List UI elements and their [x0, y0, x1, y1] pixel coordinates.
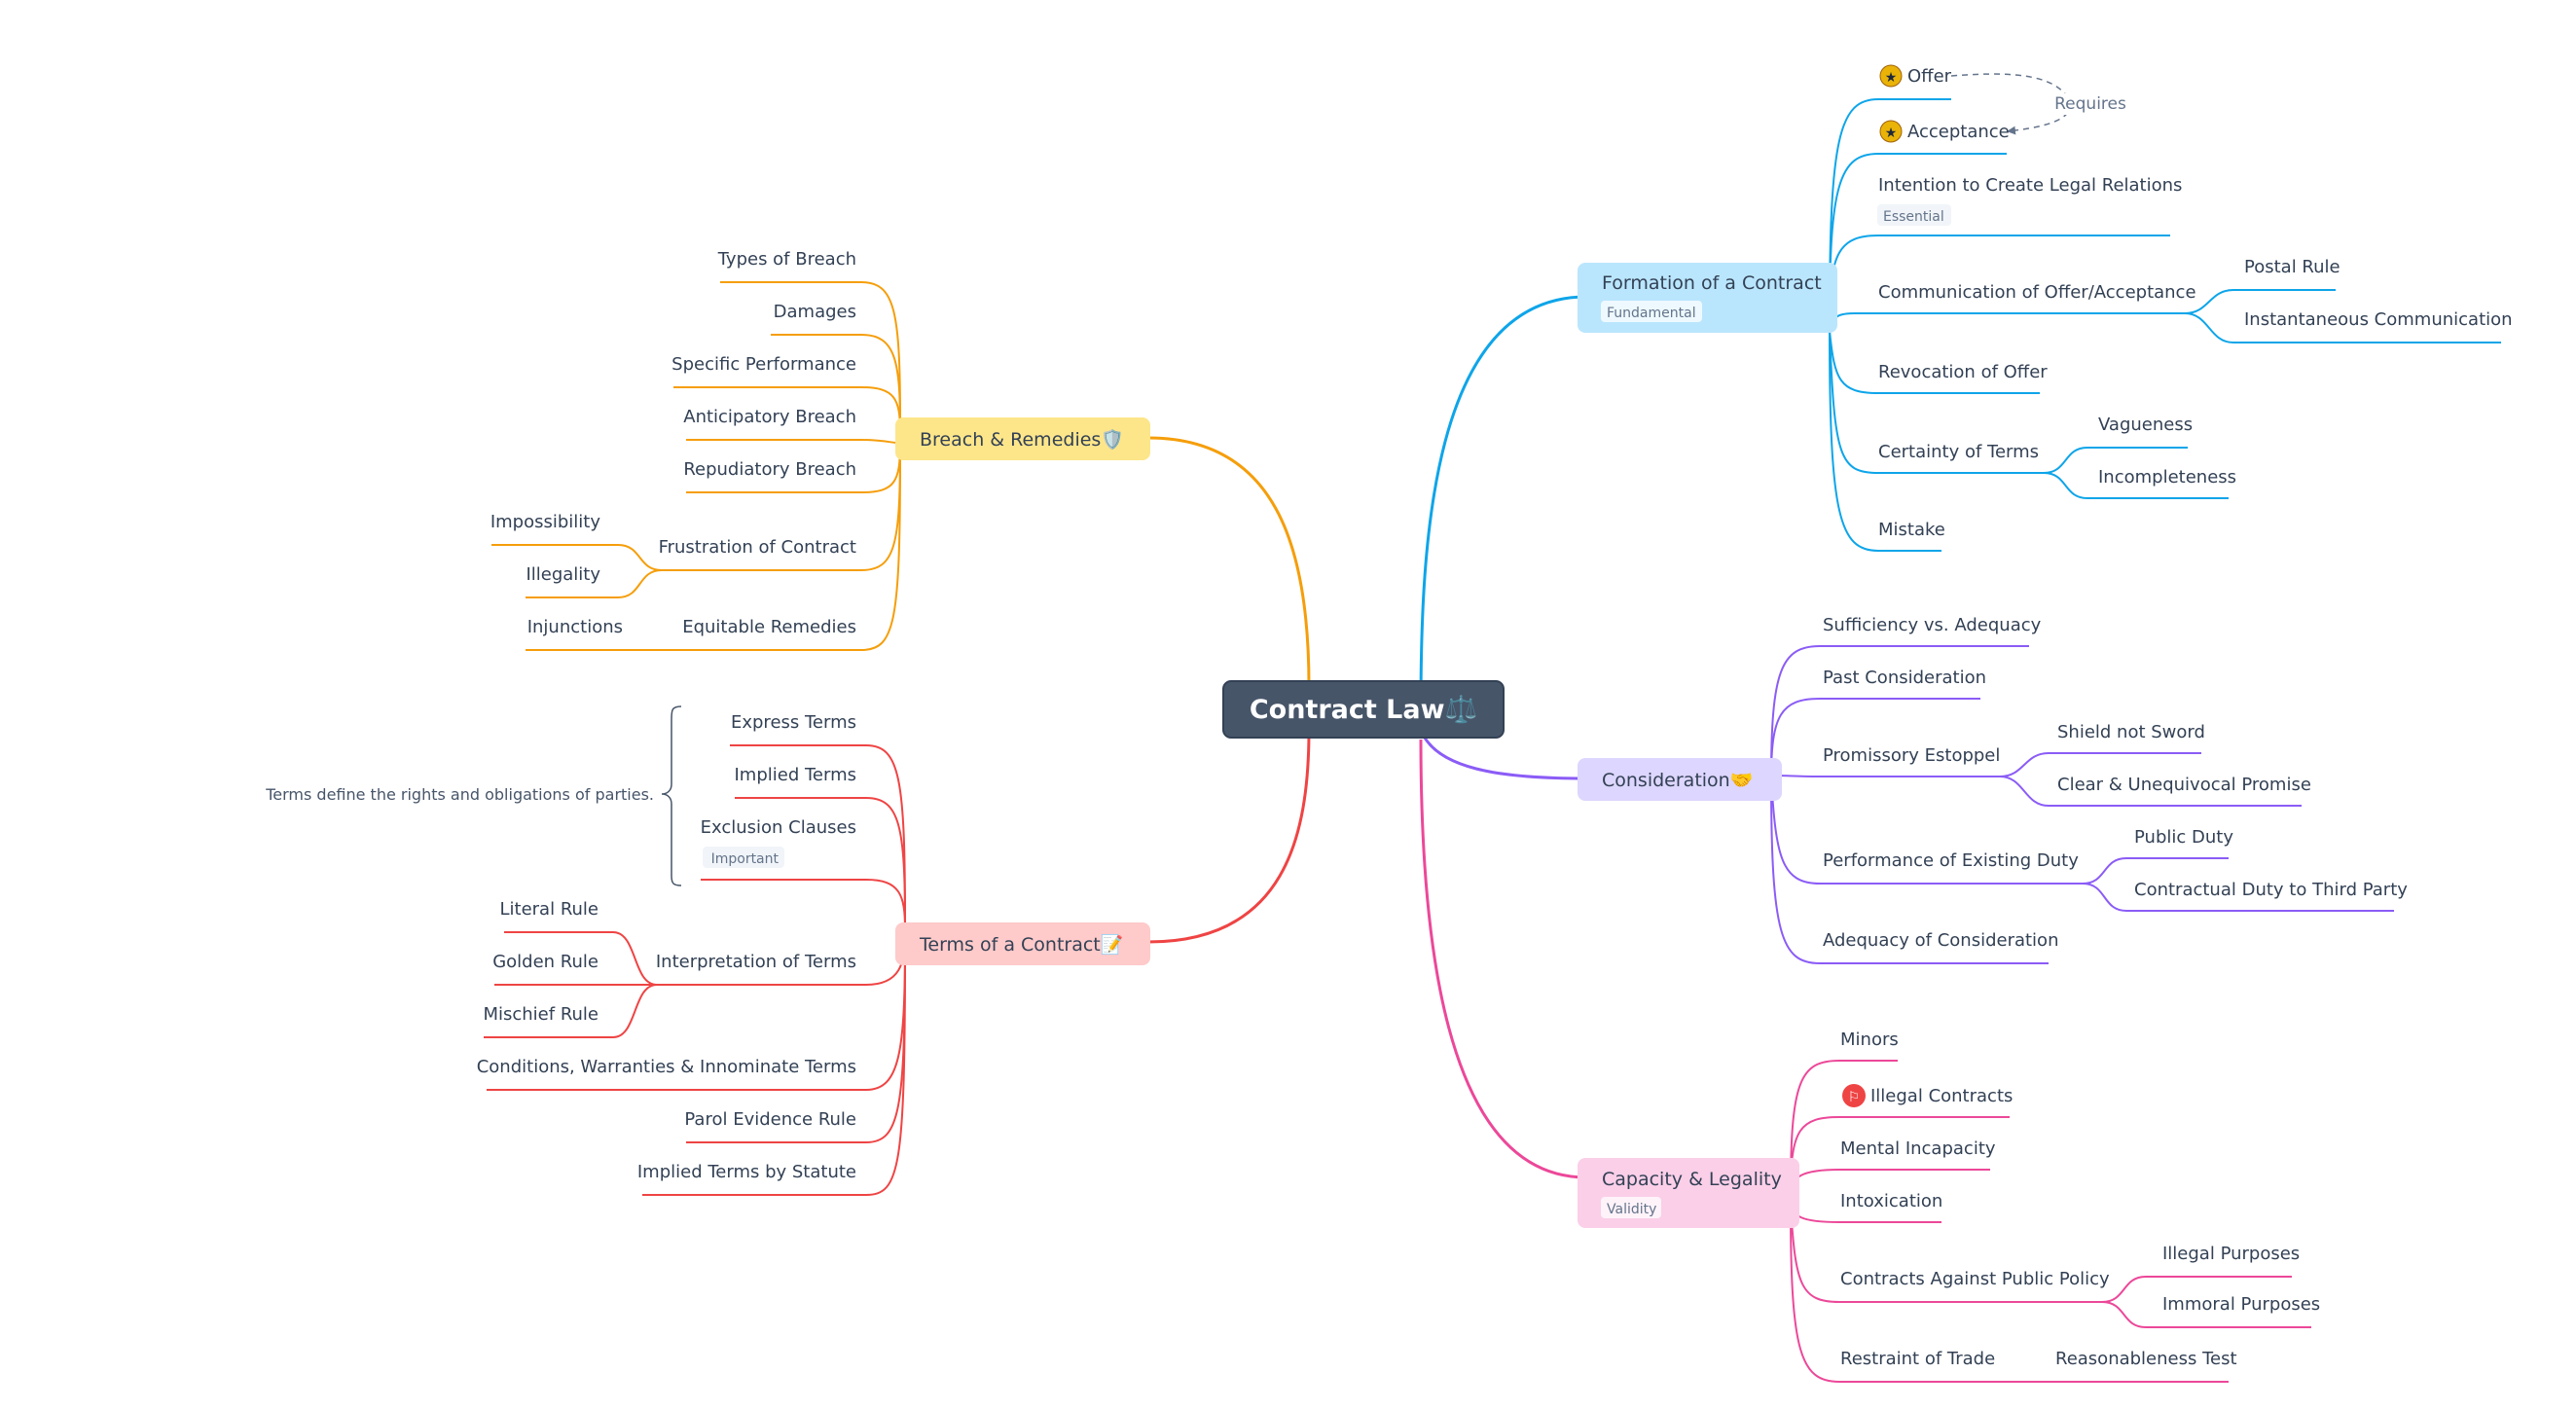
- child-offer[interactable]: ★ Offer: [1879, 64, 1952, 88]
- child-sufficiency[interactable]: Sufficiency vs. Adequacy: [1823, 615, 2042, 635]
- child-exclusion-clauses[interactable]: Exclusion Clauses: [701, 817, 856, 838]
- formation-children: ★ Offer ★ Acceptance Intention to Create…: [1877, 64, 2513, 540]
- child-restraint-of-trade[interactable]: Restraint of Trade: [1840, 1349, 1995, 1369]
- node-consideration[interactable]: Consideration🤝: [1578, 758, 1782, 801]
- child-minors[interactable]: Minors: [1840, 1030, 1899, 1050]
- summary-text: Terms define the rights and obligations …: [265, 785, 654, 804]
- node-label: Capacity & Legality: [1602, 1169, 1782, 1190]
- grandchild-vagueness[interactable]: Vagueness: [2098, 415, 2193, 435]
- child-conditions-warranties[interactable]: Conditions, Warranties & Innominate Term…: [477, 1057, 856, 1077]
- svg-text:Acceptance: Acceptance: [1907, 122, 2010, 142]
- terms-children: Express Terms Implied Terms Exclusion Cl…: [265, 712, 856, 1182]
- connector-breach: [1147, 436, 1311, 687]
- central-node[interactable]: Contract Law⚖️: [1222, 680, 1505, 739]
- grandchild-public-duty[interactable]: Public Duty: [2134, 827, 2233, 848]
- child-frustration[interactable]: Frustration of Contract: [659, 537, 856, 558]
- child-mental-incapacity[interactable]: Mental Incapacity: [1840, 1138, 1996, 1159]
- relation-label-requires: Requires: [2054, 94, 2126, 114]
- badge: Fundamental: [1607, 306, 1696, 321]
- node-label: Consideration🤝: [1602, 770, 1753, 791]
- grandchild-instantaneous[interactable]: Instantaneous Communication: [2244, 309, 2513, 330]
- node-label: Formation of a Contract: [1602, 272, 1822, 294]
- grandchild-third-party[interactable]: Contractual Duty to Third Party: [2134, 880, 2408, 900]
- svg-text:Important: Important: [711, 851, 780, 867]
- star-icon: [1879, 64, 1903, 88]
- badge: Validity: [1607, 1202, 1656, 1217]
- capacity-children: Minors ⚐ Illegal Contracts Mental Incapa…: [1840, 1030, 2320, 1369]
- consideration-children: Sufficiency vs. Adequacy Past Considerat…: [1823, 615, 2408, 951]
- child-anticipatory-breach[interactable]: Anticipatory Breach: [683, 407, 856, 427]
- flag-icon: ⚐: [1848, 1090, 1861, 1105]
- star-icon: [1879, 120, 1903, 143]
- consideration-connectors: [1770, 645, 2394, 964]
- node-label: Terms of a Contract📝: [919, 933, 1123, 956]
- terms-connectors: [484, 744, 906, 1196]
- child-parol-evidence[interactable]: Parol Evidence Rule: [684, 1109, 856, 1130]
- star-icon: ★: [1885, 70, 1898, 86]
- child-adequacy[interactable]: Adequacy of Consideration: [1823, 930, 2058, 951]
- node-terms[interactable]: Terms of a Contract📝: [895, 922, 1150, 965]
- grandchild-injunctions[interactable]: Injunctions: [527, 617, 623, 637]
- node-breach[interactable]: Breach & Remedies🛡️: [895, 417, 1150, 460]
- connector-consideration: [1419, 729, 1587, 780]
- child-past-consideration[interactable]: Past Consideration: [1823, 668, 1986, 688]
- breach-children: Types of Breach Damages Specific Perform…: [490, 249, 856, 637]
- child-repudiatory-breach[interactable]: Repudiatory Breach: [683, 459, 856, 480]
- grandchild-impossibility[interactable]: Impossibility: [490, 512, 601, 532]
- child-equitable-remedies[interactable]: Equitable Remedies: [682, 617, 856, 637]
- terms-summary-bracket: [661, 705, 682, 886]
- child-intoxication[interactable]: Intoxication: [1840, 1191, 1942, 1211]
- node-capacity[interactable]: Capacity & Legality Validity: [1578, 1158, 1799, 1228]
- child-illegal-contracts[interactable]: ⚐ Illegal Contracts: [1842, 1084, 2013, 1107]
- child-specific-performance[interactable]: Specific Performance: [671, 354, 856, 375]
- grandchild-mischief-rule[interactable]: Mischief Rule: [483, 1004, 599, 1025]
- child-certainty[interactable]: Certainty of Terms: [1878, 442, 2039, 462]
- child-acceptance[interactable]: ★ Acceptance: [1879, 120, 2010, 143]
- child-types-of-breach[interactable]: Types of Breach: [717, 249, 856, 270]
- badge-important: Important: [703, 847, 784, 868]
- child-intention[interactable]: Intention to Create Legal Relations Esse…: [1877, 175, 2182, 226]
- requires-relation: Requires: [1950, 73, 2129, 135]
- child-implied-terms[interactable]: Implied Terms: [735, 765, 857, 785]
- child-express-terms[interactable]: Express Terms: [731, 712, 856, 733]
- main-connectors: [1147, 295, 1587, 1179]
- child-communication[interactable]: Communication of Offer/Acceptance: [1878, 282, 2196, 303]
- svg-text:Essential: Essential: [1883, 209, 1944, 225]
- child-performance-duty[interactable]: Performance of Existing Duty: [1823, 850, 2079, 871]
- capacity-connectors: [1790, 1060, 2311, 1383]
- grandchild-incompleteness[interactable]: Incompleteness: [2098, 467, 2236, 488]
- child-revocation[interactable]: Revocation of Offer: [1878, 362, 2048, 382]
- svg-text:Offer: Offer: [1907, 66, 1952, 87]
- child-promissory-estoppel[interactable]: Promissory Estoppel: [1823, 745, 2000, 766]
- connector-terms: [1147, 729, 1311, 944]
- child-damages[interactable]: Damages: [774, 302, 856, 322]
- central-label: Contract Law⚖️: [1250, 694, 1477, 725]
- grandchild-postal-rule[interactable]: Postal Rule: [2244, 257, 2340, 277]
- grandchild-shield[interactable]: Shield not Sword: [2057, 722, 2205, 742]
- connector-capacity: [1419, 739, 1587, 1179]
- flag-icon: [1842, 1084, 1866, 1107]
- node-formation[interactable]: Formation of a Contract Fundamental: [1578, 263, 1837, 333]
- grandchild-golden-rule[interactable]: Golden Rule: [492, 952, 599, 972]
- child-implied-by-statute[interactable]: Implied Terms by Statute: [637, 1162, 856, 1182]
- star-icon: ★: [1885, 126, 1898, 141]
- connector-formation: [1419, 295, 1587, 711]
- grandchild-illegal-purposes[interactable]: Illegal Purposes: [2162, 1244, 2300, 1264]
- formation-connectors: [1829, 98, 2501, 552]
- grandchild-literal-rule[interactable]: Literal Rule: [500, 899, 599, 920]
- grandchild-reasonableness[interactable]: Reasonableness Test: [2055, 1349, 2237, 1369]
- svg-text:Illegal Contracts: Illegal Contracts: [1870, 1086, 2013, 1106]
- grandchild-illegality[interactable]: Illegality: [526, 564, 600, 585]
- node-label: Breach & Remedies🛡️: [920, 428, 1124, 451]
- grandchild-immoral-purposes[interactable]: Immoral Purposes: [2162, 1294, 2320, 1315]
- grandchild-clear-promise[interactable]: Clear & Unequivocal Promise: [2057, 775, 2311, 795]
- svg-text:Intention to Create Legal Rela: Intention to Create Legal Relations: [1878, 175, 2182, 196]
- child-interpretation[interactable]: Interpretation of Terms: [656, 952, 856, 972]
- child-public-policy[interactable]: Contracts Against Public Policy: [1840, 1269, 2110, 1289]
- child-mistake[interactable]: Mistake: [1878, 520, 1945, 540]
